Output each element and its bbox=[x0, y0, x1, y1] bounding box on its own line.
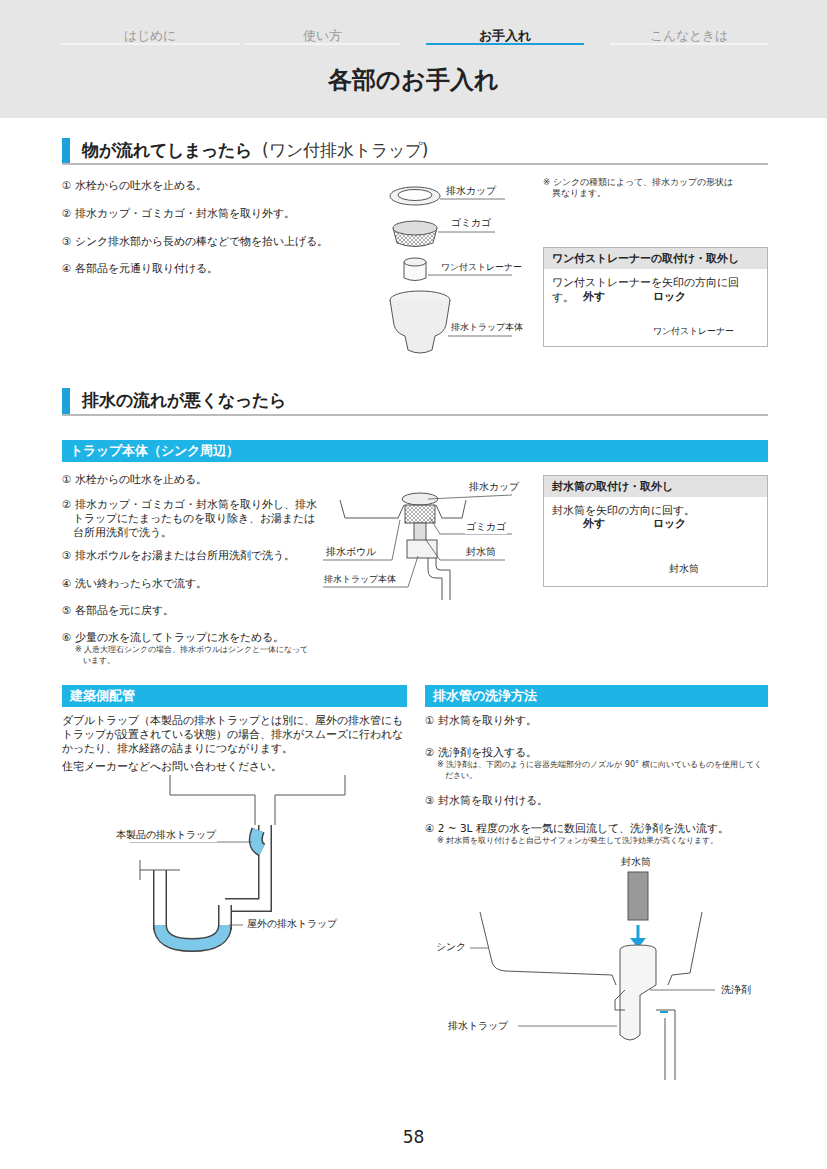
paragraph: 住宅メーカーなどへお問い合わせください。 bbox=[62, 759, 282, 773]
page-number: 58 bbox=[0, 1126, 827, 1149]
heading-bar bbox=[62, 388, 70, 414]
section-heading: 排水の流れが悪くなったら bbox=[82, 389, 286, 412]
direction-label: ロック bbox=[652, 517, 687, 532]
box-heading: 排水管の洗浄方法 bbox=[433, 687, 760, 705]
cleaning-illustration bbox=[470, 872, 715, 1080]
note: ※ 洗浄剤は、下図のように容器先端部分のノズルが 90° 横に向いているものを使… bbox=[437, 760, 767, 782]
part-label: ワン付ストレーナー bbox=[652, 325, 735, 337]
note: ※ シンクの種類によって、排水カップの形状は異なります。 bbox=[543, 177, 738, 200]
step: ① 水栓からの吐水を止める。 bbox=[62, 178, 207, 192]
part-label: シンク bbox=[435, 940, 467, 954]
direction-label: 外す bbox=[582, 517, 606, 532]
part-label: 本製品の排水トラップ bbox=[115, 828, 217, 842]
section-band: 排水管の洗浄方法 bbox=[425, 685, 768, 707]
direction-label: ロック bbox=[652, 290, 687, 305]
part-label: 排水トラップ bbox=[447, 1019, 509, 1033]
part-label: 排水トラップ本体 bbox=[323, 573, 397, 585]
part-label: 排水トラップ本体 bbox=[450, 321, 524, 333]
part-label: ワン付ストレーナー bbox=[440, 261, 523, 273]
heading-bar bbox=[62, 138, 70, 164]
step: ④ 2 ~ 3L 程度の水を一気に数回流して、洗浄剤を洗い流す。 bbox=[425, 821, 729, 835]
part-label: 排水カップ bbox=[445, 184, 497, 198]
paragraph: ダブルトラップ（本製品の排水トラップとは別に、屋外の排水管にもトラップが設置され… bbox=[62, 713, 407, 756]
step: ② 排水カップ・ゴミカゴ・封水筒を取り外す。 bbox=[62, 206, 295, 220]
section-band: トラップ本体（シンク周辺） bbox=[62, 440, 768, 462]
section-band: 建築側配管 bbox=[62, 685, 407, 707]
step: ⑤ 各部品を元に戻す。 bbox=[62, 603, 174, 617]
note: ※ 封水筒を取り付けると自己サイフォンが発生して洗浄効果が高くなります。 bbox=[437, 836, 718, 847]
step: ① 封水筒を取り外す。 bbox=[425, 713, 537, 727]
tab: はじめに bbox=[60, 27, 240, 45]
step: ④ 各部品を元通り取り付ける。 bbox=[62, 261, 218, 275]
tab: 使い方 bbox=[245, 27, 400, 45]
part-label: 封水筒 bbox=[465, 545, 497, 559]
step: ③ シンク排水部から長めの棒などで物を拾い上げる。 bbox=[62, 234, 328, 248]
step: ⑥ 少量の水を流してトラップに水をためる。 bbox=[62, 630, 284, 644]
tab-underlines bbox=[60, 44, 768, 45]
part-label: 洗浄剤 bbox=[720, 983, 752, 997]
section-heading: 物が流れてしまったら bbox=[82, 139, 252, 162]
step: ③ 封水筒を取り付ける。 bbox=[425, 793, 548, 807]
box-heading: ワン付ストレーナーの取付け・取外し bbox=[544, 248, 767, 269]
part-label: ゴミカゴ bbox=[465, 520, 507, 534]
tab: お手入れ bbox=[426, 27, 584, 45]
heading-rule bbox=[62, 414, 768, 416]
page-title: 各部のお手入れ bbox=[0, 64, 827, 96]
note: ※ 人造大理石シンクの場合、排水ボウルはシンクと一体になっています。 bbox=[75, 645, 315, 667]
part-label: 屋外の排水トラップ bbox=[246, 917, 338, 931]
section-heading: (ワン付排水トラップ) bbox=[262, 139, 428, 162]
leader-lines bbox=[323, 495, 512, 587]
heading-rule bbox=[62, 163, 768, 165]
step: ② 洗浄剤を投入する。 bbox=[425, 745, 537, 759]
box-heading: 建築側配管 bbox=[70, 687, 399, 705]
building-piping bbox=[130, 775, 345, 945]
part-label: 排水カップ bbox=[468, 480, 520, 494]
box-heading: トラップ本体（シンク周辺） bbox=[70, 442, 760, 460]
tab: こんなときは bbox=[610, 27, 768, 45]
part-label: 封水筒 bbox=[668, 563, 700, 576]
direction-label: 外す bbox=[582, 290, 606, 305]
header-band bbox=[0, 0, 827, 118]
step: ④ 洗い終わったら水で流す。 bbox=[62, 576, 207, 590]
part-label: 封水筒 bbox=[620, 855, 652, 869]
part-label: 排水ボウル bbox=[325, 545, 377, 559]
box-heading: 封水筒の取付け・取外し bbox=[544, 476, 767, 497]
step: ③ 排水ボウルをお湯または台所用洗剤で洗う。 bbox=[62, 548, 295, 562]
step: ② 排水カップ・ゴミカゴ・封水筒を取り外し、排水トラップにたまったものを取り除き… bbox=[62, 497, 317, 540]
part-label: ゴミカゴ bbox=[450, 216, 492, 230]
step: ① 水栓からの吐水を止める。 bbox=[62, 472, 207, 486]
